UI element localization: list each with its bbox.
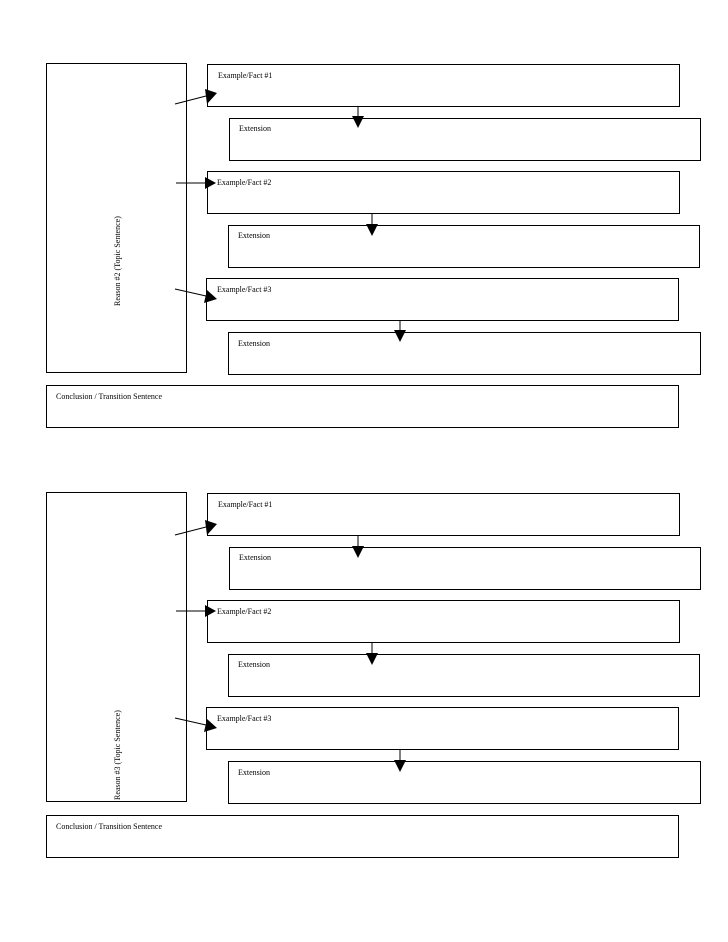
extension-label: Extension	[238, 231, 270, 240]
fact-label: Example/Fact #2	[217, 607, 272, 616]
fact-label: Example/Fact #3	[217, 714, 272, 723]
conclusion-label: Conclusion / Transition Sentence	[56, 392, 162, 401]
extension-box-2[interactable]: Extension	[228, 225, 700, 268]
conclusion-box[interactable]: Conclusion / Transition Sentence	[46, 385, 679, 428]
fact-label: Example/Fact #2	[217, 178, 272, 187]
reason-label: Reason #3 (Topic Sentence)	[113, 710, 122, 800]
extension-label: Extension	[238, 768, 270, 777]
fact-label: Example/Fact #3	[217, 285, 272, 294]
extension-box-1[interactable]: Extension	[229, 547, 701, 590]
extension-box-2[interactable]: Extension	[228, 654, 700, 697]
reason-box[interactable]: Reason #2 (Topic Sentence)	[46, 63, 187, 373]
fact-label: Example/Fact #1	[218, 71, 273, 80]
conclusion-box[interactable]: Conclusion / Transition Sentence	[46, 815, 679, 858]
fact-box-3[interactable]: Example/Fact #3	[206, 707, 679, 750]
fact-box-3[interactable]: Example/Fact #3	[206, 278, 679, 321]
extension-label: Extension	[239, 553, 271, 562]
fact-box-2[interactable]: Example/Fact #2	[207, 600, 680, 643]
reason-label: Reason #2 (Topic Sentence)	[113, 216, 122, 306]
reason-box[interactable]: Reason #3 (Topic Sentence)	[46, 492, 187, 802]
extension-label: Extension	[238, 660, 270, 669]
fact-box-2[interactable]: Example/Fact #2	[207, 171, 680, 214]
extension-label: Extension	[239, 124, 271, 133]
conclusion-label: Conclusion / Transition Sentence	[56, 822, 162, 831]
extension-box-3[interactable]: Extension	[228, 761, 701, 804]
extension-label: Extension	[238, 339, 270, 348]
fact-label: Example/Fact #1	[218, 500, 273, 509]
extension-box-1[interactable]: Extension	[229, 118, 701, 161]
fact-box-1[interactable]: Example/Fact #1	[207, 493, 680, 536]
fact-box-1[interactable]: Example/Fact #1	[207, 64, 680, 107]
extension-box-3[interactable]: Extension	[228, 332, 701, 375]
